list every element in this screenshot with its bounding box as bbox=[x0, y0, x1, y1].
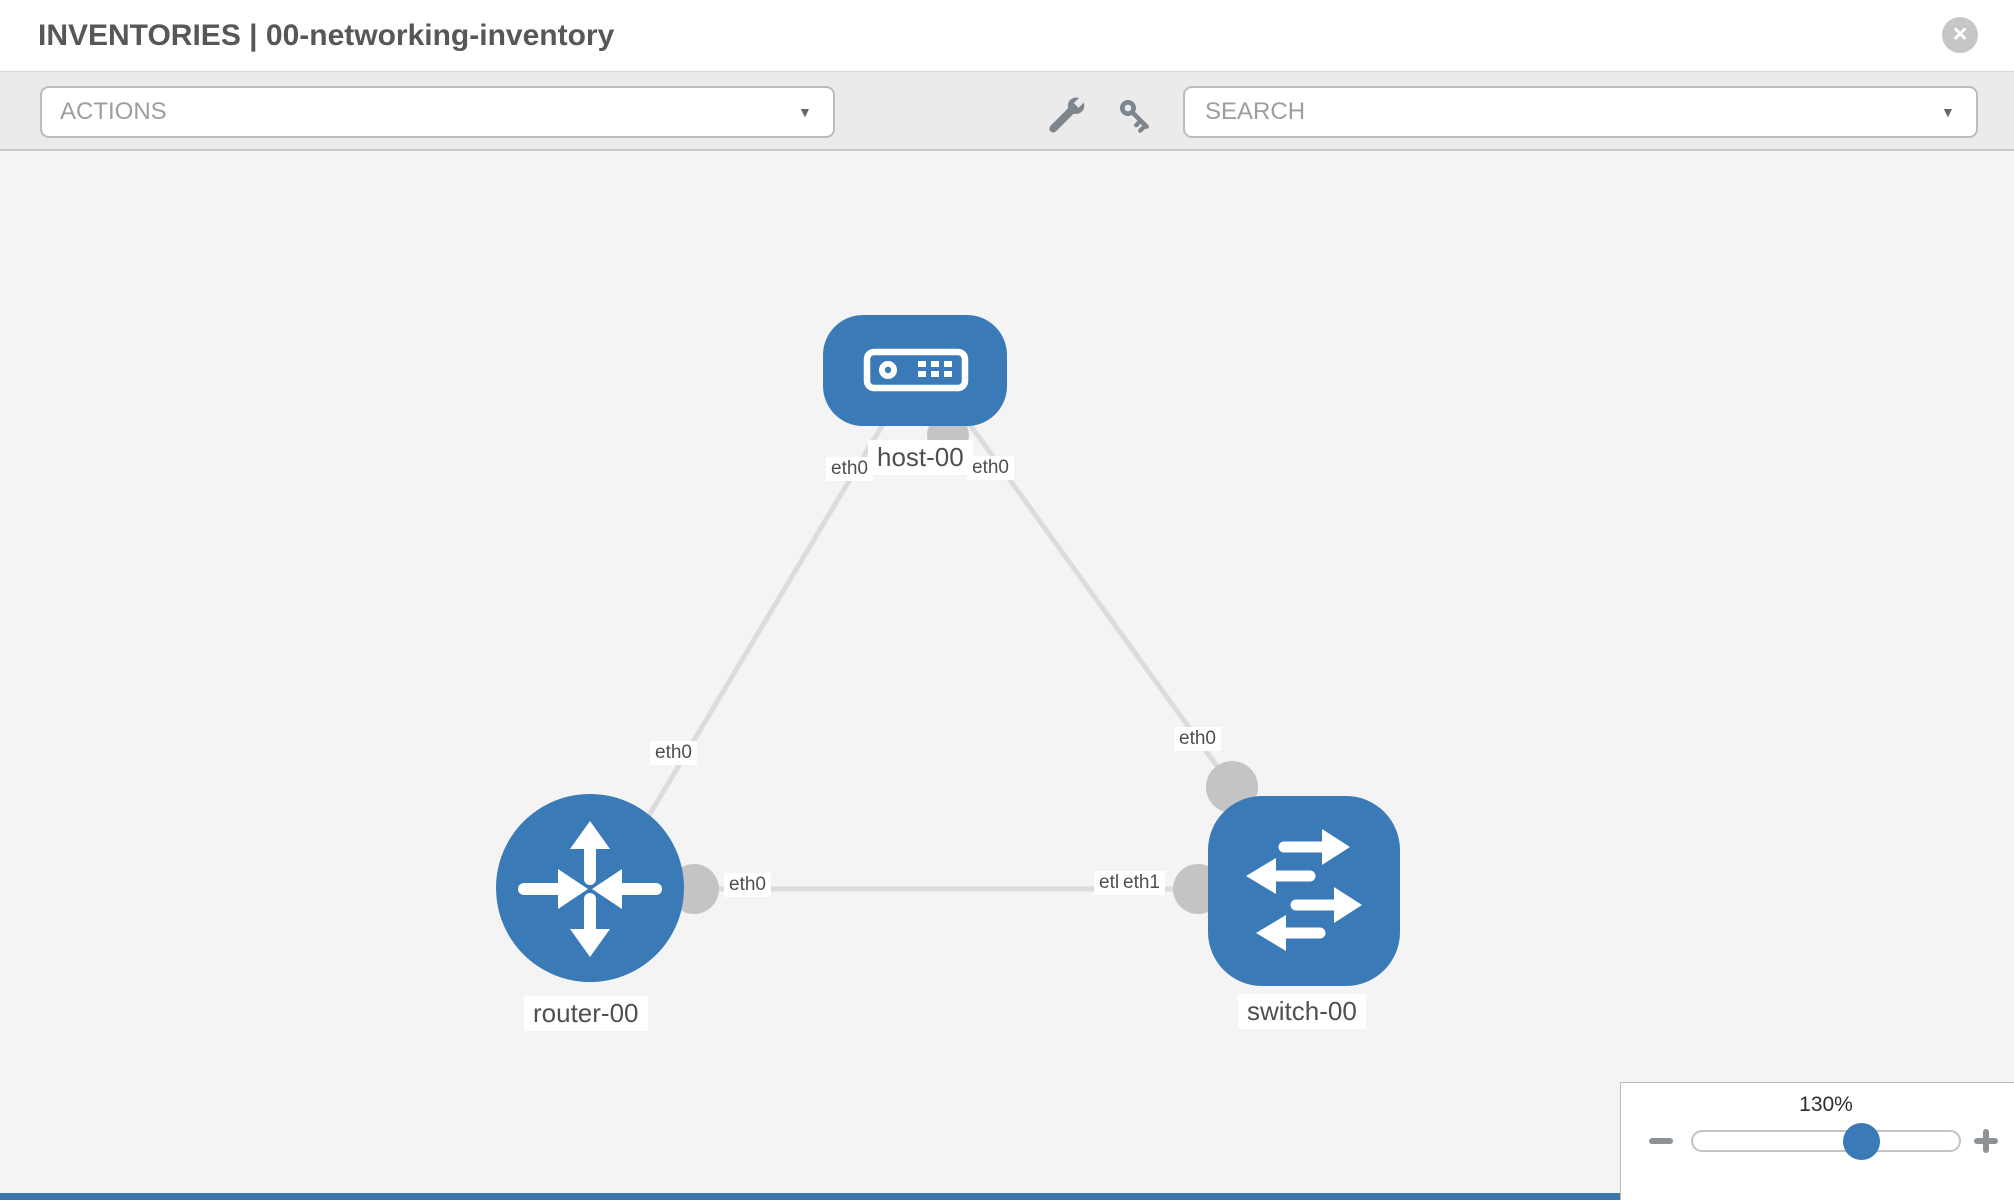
interface-ports[interactable] bbox=[669, 414, 1258, 914]
actions-dropdown-label: ACTIONS bbox=[60, 98, 167, 125]
toolbar: ACTIONS ▼ ▼ bbox=[0, 72, 2014, 151]
router-icon-arrowheads bbox=[558, 821, 622, 957]
chevron-down-icon[interactable]: ▼ bbox=[1941, 104, 1955, 120]
topology-links bbox=[632, 402, 1235, 892]
interface-label-switch-eth1: eth1 bbox=[1118, 871, 1165, 895]
search-input[interactable] bbox=[1185, 88, 1935, 136]
interface-label-router-link-eth0: eth0 bbox=[650, 741, 697, 765]
node-label-host-00: host-00 bbox=[868, 440, 973, 475]
router-icon bbox=[518, 841, 662, 937]
zoom-slider-handle[interactable] bbox=[1843, 1123, 1880, 1160]
chevron-down-icon[interactable]: ▼ bbox=[798, 104, 812, 120]
node-switch[interactable] bbox=[1208, 796, 1400, 986]
actions-dropdown[interactable]: ACTIONS ▼ bbox=[40, 86, 835, 138]
node-label-switch-00: switch-00 bbox=[1238, 994, 1366, 1029]
key-icon[interactable] bbox=[1116, 96, 1156, 136]
interface-label-router-eth0: eth0 bbox=[724, 873, 771, 897]
search-box[interactable]: ▼ bbox=[1183, 86, 1978, 138]
zoom-out-minus-icon[interactable] bbox=[1649, 1138, 1673, 1144]
zoom-in-plus-icon-vertical[interactable] bbox=[1983, 1129, 1989, 1153]
node-host[interactable] bbox=[823, 315, 1007, 426]
page-title: INVENTORIES | 00-networking-inventory bbox=[38, 19, 615, 52]
zoom-control-panel: 130% bbox=[1620, 1082, 2014, 1200]
host-icon bbox=[863, 348, 969, 392]
close-icon[interactable]: × bbox=[1942, 17, 1978, 53]
wrench-icon[interactable] bbox=[1046, 94, 1086, 134]
interface-label-host-eth0-left: eth0 bbox=[826, 457, 873, 481]
header-bar: INVENTORIES | 00-networking-inventory × bbox=[0, 0, 2014, 72]
zoom-level-value: 130% bbox=[1799, 1093, 1853, 1116]
node-label-router-00: router-00 bbox=[524, 996, 648, 1031]
interface-label-switch-link-eth0: eth0 bbox=[1174, 727, 1221, 751]
interface-label-host-eth0-right: eth0 bbox=[967, 456, 1014, 480]
switch-icon bbox=[1268, 841, 1342, 939]
zoom-slider-track[interactable] bbox=[1691, 1130, 1961, 1152]
switch-icon-arrowheads bbox=[1246, 829, 1362, 951]
footer-bar bbox=[0, 1193, 1620, 1200]
node-router[interactable] bbox=[496, 794, 684, 982]
topology-canvas bbox=[496, 315, 1400, 986]
